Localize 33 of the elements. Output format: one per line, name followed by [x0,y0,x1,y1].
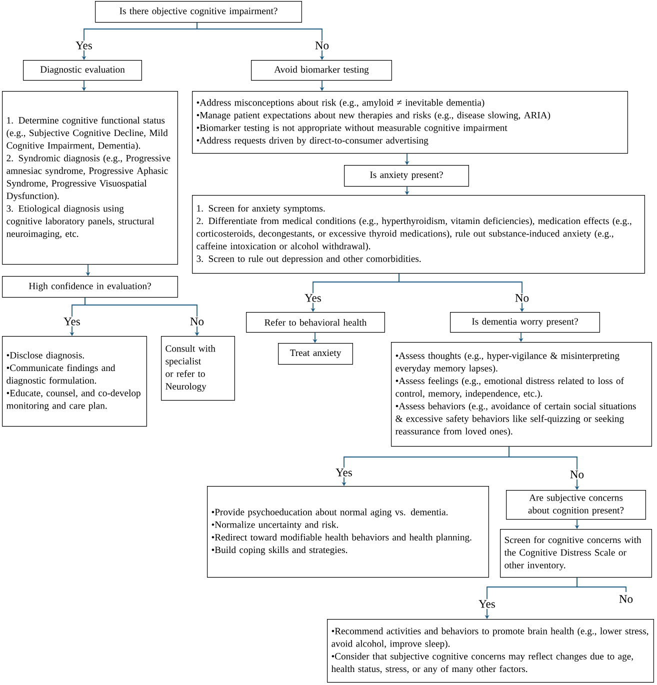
connector-line [576,577,626,592]
process-box: Diagnostic evaluation [23,60,142,81]
question-box: Is anxiety present? [344,165,469,187]
arrow [508,446,580,490]
edge-label: No [568,470,586,480]
question-box: High confidence in evaluation? [2,276,178,298]
process-box: Refer to behavioral health [246,312,385,333]
list-box: •Address misconceptions about risk (e.g., amyloid ≠ inevitable dementia) •Manage patient expectations about new therapies and risks (e.g., disease slowing, ARIA) •Biomarker testing is not appropriate without measurable cognitive impairment •Address requests driven by direct-to-consumer advertising [192,91,628,154]
arrow [196,22,324,60]
edge-label: Yes [62,316,82,326]
arrow [398,273,524,312]
edge-label: Yes [304,293,322,303]
list-box: 1. Screen for anxiety symptoms. 2. Differentiate from medical conditions (e.g., hyperthyroidism, vitamin deficiencies), medication effects (e.g., corticosteroids, decongestants, or excessive thyroid medications), rule out substance-induced anxiety (e.g., caffeine intoxication or alcohol withdrawal). 3. Screen to rule out depression and other comorbidities. [192,195,645,274]
question-box: Are subjective concerns about cognition present? [506,490,646,520]
edge-label: No [188,316,206,326]
list-box: •Provide psychoeducation about normal aging vs. dementia. •Normalize uncertainty and risk. •Redirect toward modifiable health behaviors and health planning. •Build coping skills and strategies. [207,486,489,578]
list-box: •Disclose diagnosis. •Communicate findings and diagnostic formulation. •Educate, counsel, and co-develop monitoring and care plan. [2,336,147,427]
edge-label: Yes [478,599,496,609]
process-box: Treat anxiety [278,343,353,365]
edge-label: Yes [74,40,94,50]
question-box: Is there objective cognitive impairment? [95,1,302,23]
arrow [84,297,200,336]
edge-label: No [618,594,634,604]
edge-label: Yes [334,468,354,478]
list-box: •Recommend activities and behaviors to promote brain health (e.g., lower stress, avoid alcohol, improve sleep). •Consider that subjective cognitive concerns may reflect changes due to age, health status, stress, or any of many other factors. [327,619,654,683]
process-box: Avoid biomarker testing [251,60,392,81]
process-box: Consult with specialist or refer to Neurology [161,336,235,401]
process-box: Screen for cognitive concerns with the Cognitive Distress Scale or other inventory. [500,529,652,578]
list-box: •Assess thoughts (e.g., hyper-vigilance & misinterpreting everyday memory lapses). •Assess feelings (e.g., emotional distress related to loss of control, memory, independence, etc.). •Assess behaviors (e.g., avoidance of certain social situations & excessive safety behaviors like self-quizzing or seeking reassurance from loved ones). [391,342,652,447]
question-box: Is dementia worry present? [450,312,600,333]
edge-label: No [314,40,330,50]
edge-label: No [514,293,530,303]
list-box: 1. Determine cognitive functional status (e.g., Subjective Cognitive Decline, Mild Cognitive Impairment, Dementia). 2. Syndromic diagnosis (e.g., Progressive amnesiac syndrome, Progressive Aphasic Syndrome, Progressive Visuospatial Dysfunction). 3. Etiological diagnosis using cognitive laboratory panels, structural neuroimaging, etc. [2,91,178,265]
